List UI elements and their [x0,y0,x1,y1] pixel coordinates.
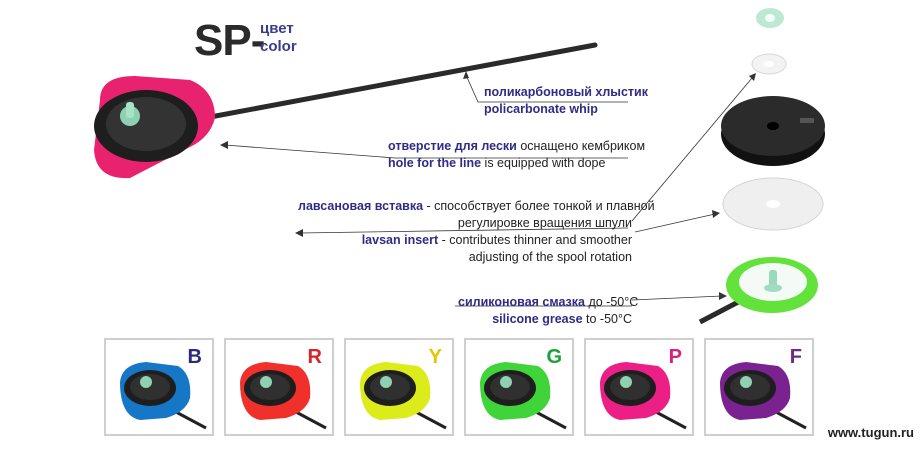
variant-reel-icon [600,362,687,430]
color-caption: цвет color [260,20,297,56]
whip-rod [202,42,598,121]
whip-label: поликарбоновый хлыстик policarbonate whi… [484,84,648,118]
label-leader-lines [224,74,753,307]
lavsan-en-key: lavsan insert [361,233,439,247]
variant-reel-icon [480,362,567,430]
variant-letter: F [789,346,802,368]
variant-letter: G [546,346,562,368]
variant-swatch-f: F [704,338,814,436]
variant-letter: Y [428,346,442,368]
site-url: www.tugun.ru [827,425,914,440]
variant-swatch-r: R [224,338,334,436]
line-hole-en-rest: is equipped with dope [481,156,606,170]
variant-reel-icon [120,362,207,430]
variant-swatch-g: G [464,338,574,436]
exploded-lavsan-insert [722,177,824,231]
color-caption-ru: цвет [260,20,294,37]
lavsan-ru-key: лавсановая вставка [298,199,424,213]
variant-letter: R [307,346,322,368]
variant-reel-icon [720,362,807,430]
lavsan-en-rest: - contributes thinner and smoother [438,233,632,247]
lavsan-en-line2: adjusting of the spool rotation [468,250,632,264]
line-hole-label: отверстие для лески оснащено кембриком h… [388,138,645,172]
color-caption-en: color [260,38,297,55]
exploded-washer [751,53,787,75]
model-code: SP- [194,16,265,65]
grease-ru-key: силиконовая смазка [458,295,585,309]
line-hole-en-key: hole for the line [388,156,482,170]
grease-label: силиконовая смазка до -50°С silicone gre… [458,294,638,328]
whip-label-en: policarbonate whip [484,102,598,116]
green-reel-body [698,257,818,325]
arrow-heads [220,71,756,300]
variant-reel-icon [360,362,447,430]
whip-label-ru: поликарбоновый хлыстик [484,85,648,99]
lavsan-ru-rest: - способствует более тонкой и плавной [423,199,655,213]
line-hole-ru-rest: оснащено кембриком [516,139,646,153]
variant-reel-icon [240,362,327,430]
variant-letter: P [668,346,682,368]
exploded-spool [721,96,825,166]
line-hole-ru-key: отверстие для лески [388,139,517,153]
grease-en-key: silicone grease [492,312,583,326]
main-reel [94,76,215,179]
variant-swatch-b: B [104,338,214,436]
variant-swatch-p: P [584,338,694,436]
lavsan-ru-line2: регулировке вращения шпули [457,216,632,230]
variant-swatch-y: Y [344,338,454,436]
grease-ru-rest: до -50°С [584,295,639,309]
exploded-knob [756,8,784,28]
variant-letter: B [187,346,202,368]
lavsan-label: лавсановая вставка - способствует более … [298,198,655,266]
grease-en-rest: to -50°С [582,312,632,326]
